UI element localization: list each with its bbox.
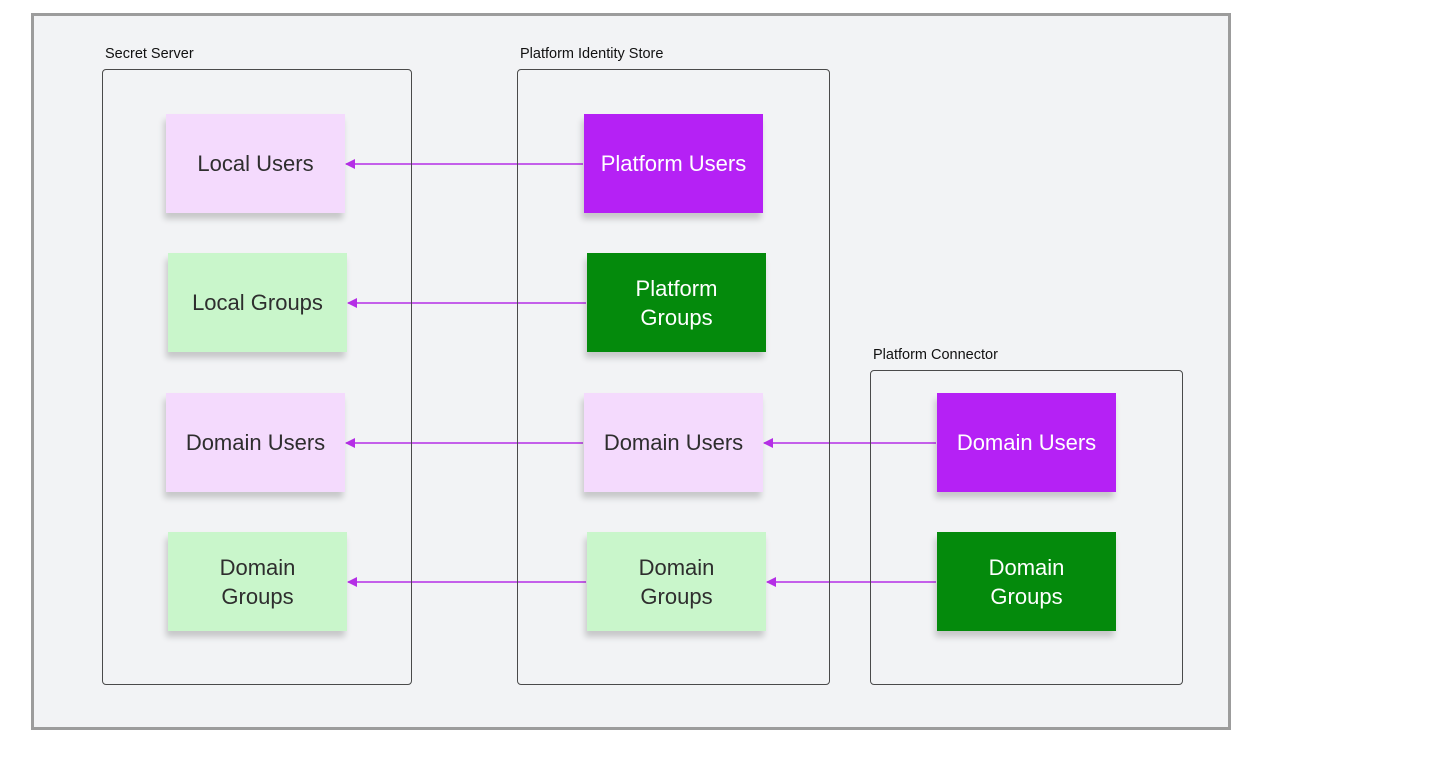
note-label: Domain Users [956,430,1097,455]
pis-platform-groups-note[interactable]: Platform Groups [587,253,766,352]
platform-identity-store-label: Platform Identity Store [520,46,664,62]
ss-domain-groups-note[interactable]: Domain Groups [168,532,347,631]
diagram-canvas: Secret Server Platform Identity Store Pl… [31,13,1231,730]
note-label: Domain Groups [219,554,296,609]
note-label: Domain Users [603,430,744,455]
note-label: Domain Groups [638,554,715,609]
pc-domain-users-note[interactable]: Domain Users [937,393,1116,492]
note-label: Platform Users [600,151,747,176]
connection-arrows [345,159,936,587]
secret-server-container [102,69,412,685]
secret-server-label: Secret Server [105,46,194,62]
pis-platform-users-note[interactable]: Platform Users [584,114,763,213]
note-label: Platform Groups [635,275,718,330]
ss-local-groups-note[interactable]: Local Groups [168,253,347,352]
note-label: Domain Users [185,430,326,455]
platform-connector-container [870,370,1183,685]
pis-domain-groups-note[interactable]: Domain Groups [587,532,766,631]
note-label: Domain Groups [988,554,1065,609]
ss-local-users-note[interactable]: Local Users [166,114,345,213]
note-label: Local Users [197,151,314,176]
platform-connector-label: Platform Connector [873,347,998,363]
note-label: Local Groups [192,290,323,315]
pis-domain-users-note[interactable]: Domain Users [584,393,763,492]
platform-identity-store-container [517,69,830,685]
pc-domain-groups-note[interactable]: Domain Groups [937,532,1116,631]
ss-domain-users-note[interactable]: Domain Users [166,393,345,492]
